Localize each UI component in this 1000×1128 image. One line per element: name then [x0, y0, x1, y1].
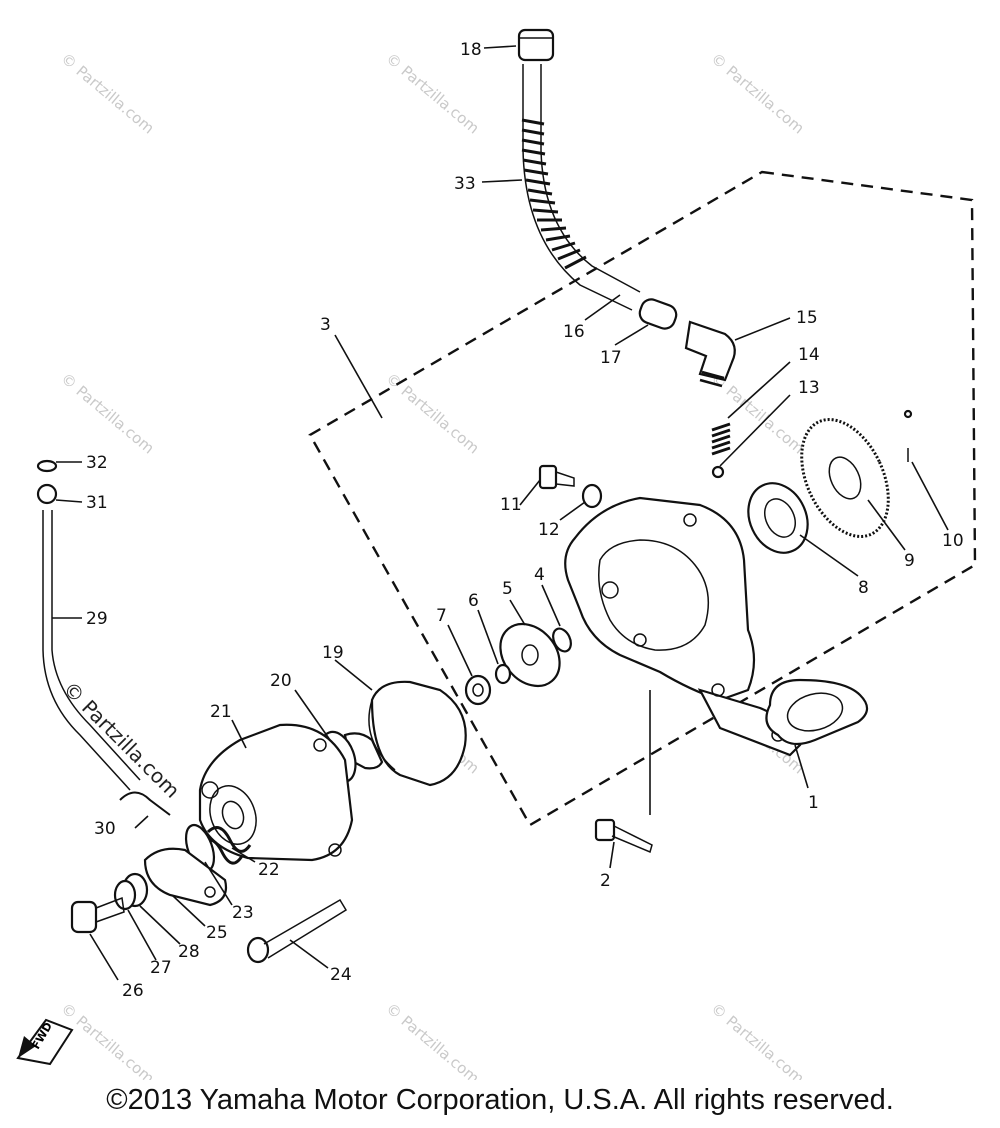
- callout-22: 22: [258, 860, 280, 880]
- diagram-canvas: © Partzilla.com © Partzilla.com © Partzi…: [16, 28, 977, 1087]
- callout-7: 7: [436, 606, 447, 626]
- part-15-elbow: [684, 320, 736, 388]
- part-24-bolt: [246, 898, 348, 964]
- part-33-pipe: [521, 64, 641, 311]
- pump-body: [564, 496, 802, 757]
- copyright-notice: ©2013 Yamaha Motor Corporation, U.S.A. A…: [106, 1084, 894, 1116]
- part-8-bearing: [747, 482, 809, 554]
- callout-6: 6: [468, 591, 479, 611]
- callout-28: 28: [178, 942, 200, 962]
- part-9-gear: [800, 418, 890, 538]
- part-6-ring: [494, 663, 512, 685]
- part-10-pin: [903, 409, 913, 462]
- watermark: © Partzilla.com: [382, 49, 482, 137]
- callout-27: 27: [150, 958, 172, 978]
- callout-14: 14: [798, 345, 820, 365]
- part-19-rotor: [343, 680, 467, 787]
- callout-30: 30: [94, 819, 116, 839]
- part-1-gasket: [765, 678, 869, 746]
- part-11-bolt: [538, 464, 575, 490]
- fwd-arrow-icon: FWD: [16, 1018, 74, 1066]
- part-14-spring: [711, 422, 731, 456]
- watermark-large: © Partzilla.com: [58, 677, 184, 803]
- watermark: © Partzilla.com: [382, 369, 482, 457]
- watermark: © Partzilla.com: [57, 999, 157, 1080]
- watermark: © Partzilla.com: [382, 999, 482, 1080]
- assembly-boundary: [308, 170, 977, 827]
- callout-13: 13: [798, 378, 820, 398]
- callout-2: 2: [600, 871, 611, 891]
- part-13-ball: [711, 465, 725, 479]
- callout-32: 32: [86, 453, 108, 473]
- part-2-bolt: [594, 818, 653, 854]
- watermark: © Partzilla.com: [707, 999, 807, 1080]
- callout-11: 11: [500, 495, 522, 515]
- callout-20: 20: [270, 671, 292, 691]
- callout-1: 1: [808, 793, 819, 813]
- part-18-cap: [517, 28, 555, 62]
- callout-17: 17: [600, 348, 622, 368]
- part-12-washer: [581, 483, 603, 509]
- callout-33: 33: [454, 174, 476, 194]
- part-25-plate: [143, 847, 228, 907]
- callout-4: 4: [534, 565, 545, 585]
- watermark: © Partzilla.com: [707, 49, 807, 137]
- callout-15: 15: [796, 308, 818, 328]
- callout-3: 3: [320, 315, 331, 335]
- callout-24: 24: [330, 965, 352, 985]
- callout-29: 29: [86, 609, 108, 629]
- callout-18: 18: [460, 40, 482, 60]
- watermark: © Partzilla.com: [57, 49, 157, 137]
- callout-26: 26: [122, 981, 144, 1001]
- part-5-disc: [499, 622, 561, 688]
- callout-19: 19: [322, 643, 344, 663]
- callout-21: 21: [210, 702, 232, 722]
- callout-9: 9: [904, 551, 915, 571]
- callout-16: 16: [563, 322, 585, 342]
- callout-23: 23: [232, 903, 254, 923]
- part-27-washer: [113, 879, 137, 911]
- callouts: 18 33 16 17 15 14 13 3 32 31 29 11 12 10…: [52, 40, 964, 1001]
- callout-5: 5: [502, 579, 513, 599]
- watermark: © Partzilla.com: [57, 369, 157, 457]
- part-26-bolt: [70, 896, 125, 934]
- part-21-housing: [198, 723, 354, 862]
- callout-12: 12: [538, 520, 560, 540]
- callout-8: 8: [858, 578, 869, 598]
- callout-25: 25: [206, 923, 228, 943]
- callout-10: 10: [942, 531, 964, 551]
- callout-31: 31: [86, 493, 108, 513]
- part-29-line: [36, 459, 171, 816]
- part-17-sleeve: [638, 298, 678, 330]
- part-7-collar: [464, 674, 492, 706]
